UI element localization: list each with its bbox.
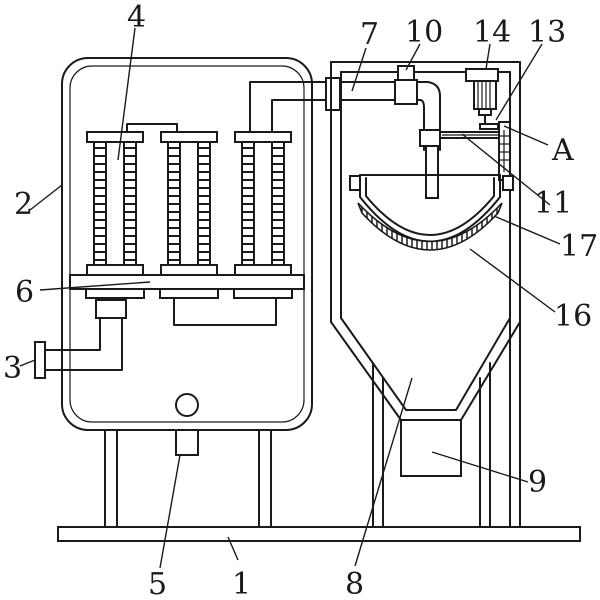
label-13: 13 <box>528 15 566 50</box>
left-bracket <box>349 175 361 191</box>
label-8: 8 <box>345 567 364 600</box>
base-plate <box>57 526 581 542</box>
feed-pipe <box>340 65 441 199</box>
label-7: 7 <box>360 17 379 52</box>
discharge-outlet <box>400 419 462 477</box>
label-14: 14 <box>473 15 511 50</box>
label-3: 3 <box>3 351 22 386</box>
right-bracket <box>502 175 514 191</box>
support-plate <box>69 274 305 290</box>
filter-basket <box>357 174 503 251</box>
label-1: 1 <box>232 567 251 600</box>
label-2: 2 <box>14 187 33 222</box>
column-bottom-caps <box>85 288 293 299</box>
drive-arm <box>439 131 501 139</box>
drain-port <box>175 393 199 456</box>
filter-column-2 <box>160 131 218 276</box>
filter-column-1 <box>86 131 144 276</box>
tank-legs <box>104 429 272 528</box>
top-bridge-pipe <box>126 123 178 133</box>
outlet-pipe <box>249 77 341 133</box>
leader-lines <box>19 27 561 569</box>
label-16: 16 <box>554 299 592 334</box>
label-5: 5 <box>148 567 167 600</box>
label-9: 9 <box>528 465 547 500</box>
label-A: A <box>551 133 574 168</box>
motor <box>465 68 499 125</box>
label-4: 4 <box>127 0 146 35</box>
inlet-pipe <box>34 299 127 379</box>
label-11: 11 <box>534 186 572 221</box>
filter-column-3 <box>234 131 292 276</box>
label-6: 6 <box>15 275 34 310</box>
label-17: 17 <box>560 229 598 264</box>
bottom-bridge-pipe <box>173 297 277 326</box>
gear-assembly <box>479 121 511 181</box>
label-10: 10 <box>405 15 443 50</box>
